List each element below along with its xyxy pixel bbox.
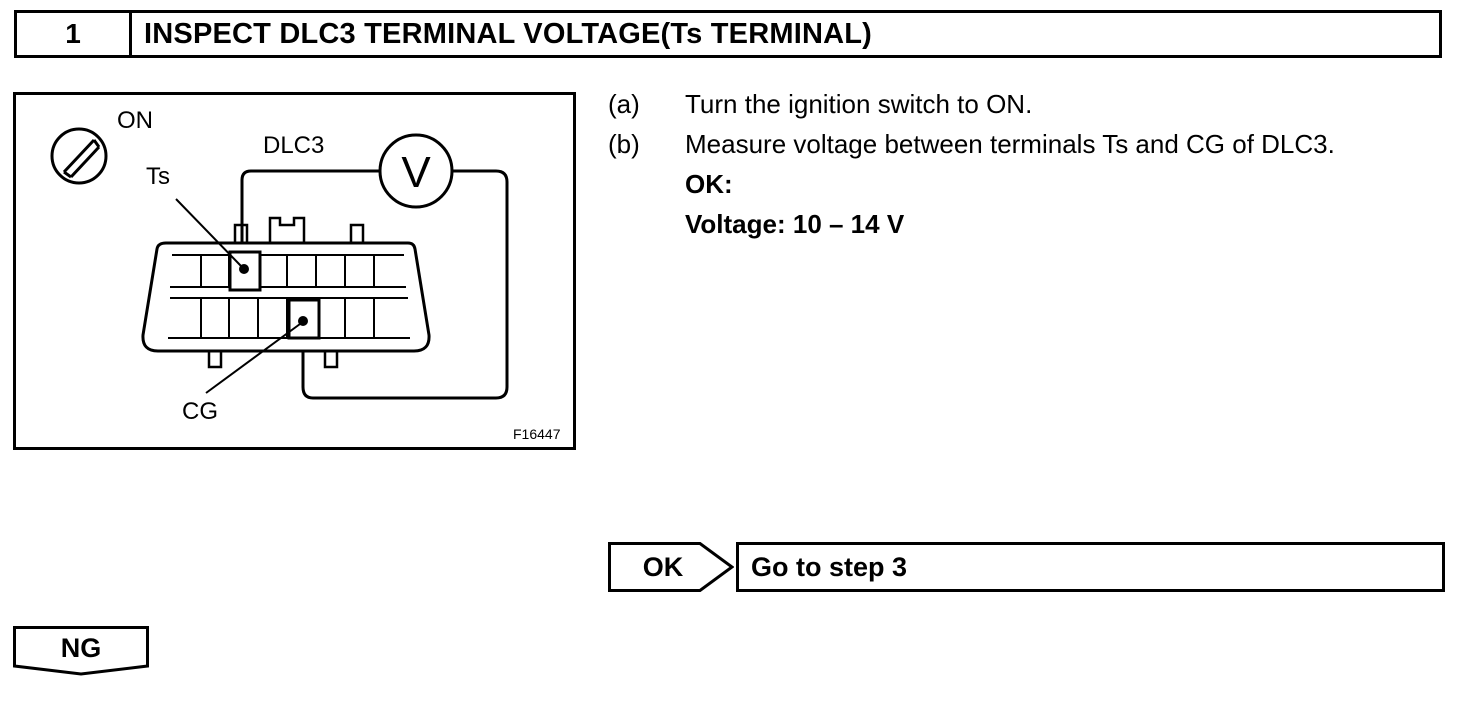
step-a-label: (a): [608, 89, 640, 119]
ok-action: Go to step 3: [736, 542, 1445, 592]
wire-ts: [240, 169, 380, 255]
step-header: 1 INSPECT DLC3 TERMINAL VOLTAGE(Ts TERMI…: [14, 10, 1442, 58]
ts-leader: [175, 198, 242, 267]
ok-result-tab: [608, 542, 734, 592]
dlc3-connector-icon: [141, 216, 431, 369]
figure-code: F16447: [513, 426, 561, 442]
wiring-figure: ON DLC3 Ts CG F16447 V: [13, 92, 576, 450]
step-b-text: Measure voltage between terminals Ts and…: [685, 129, 1335, 159]
ts-label: Ts: [146, 163, 170, 190]
meter-symbol: V: [401, 148, 431, 197]
step-a-text: Turn the ignition switch to ON.: [685, 89, 1033, 119]
step-title: INSPECT DLC3 TERMINAL VOLTAGE(Ts TERMINA…: [144, 17, 873, 50]
ok-label: OK: [642, 551, 684, 582]
step-number: 1: [17, 13, 132, 55]
voltmeter-icon: V: [378, 133, 454, 209]
cg-terminal: [287, 298, 321, 340]
ignition-key-icon: [50, 127, 108, 185]
dlc3-label: DLC3: [263, 132, 324, 159]
ng-arrow-icon: [13, 626, 149, 676]
cg-leader: [205, 323, 301, 394]
step-b-label: (b): [608, 129, 640, 159]
ng-label: NG: [60, 632, 102, 663]
cg-label: CG: [182, 398, 218, 425]
ok-arrow-icon: [608, 542, 734, 592]
ng-result-tab: [13, 626, 149, 676]
ignition-on-label: ON: [117, 107, 153, 134]
wire-cg: [301, 169, 509, 400]
dlc3-diagram: ON DLC3 Ts CG F16447 V: [50, 107, 561, 442]
